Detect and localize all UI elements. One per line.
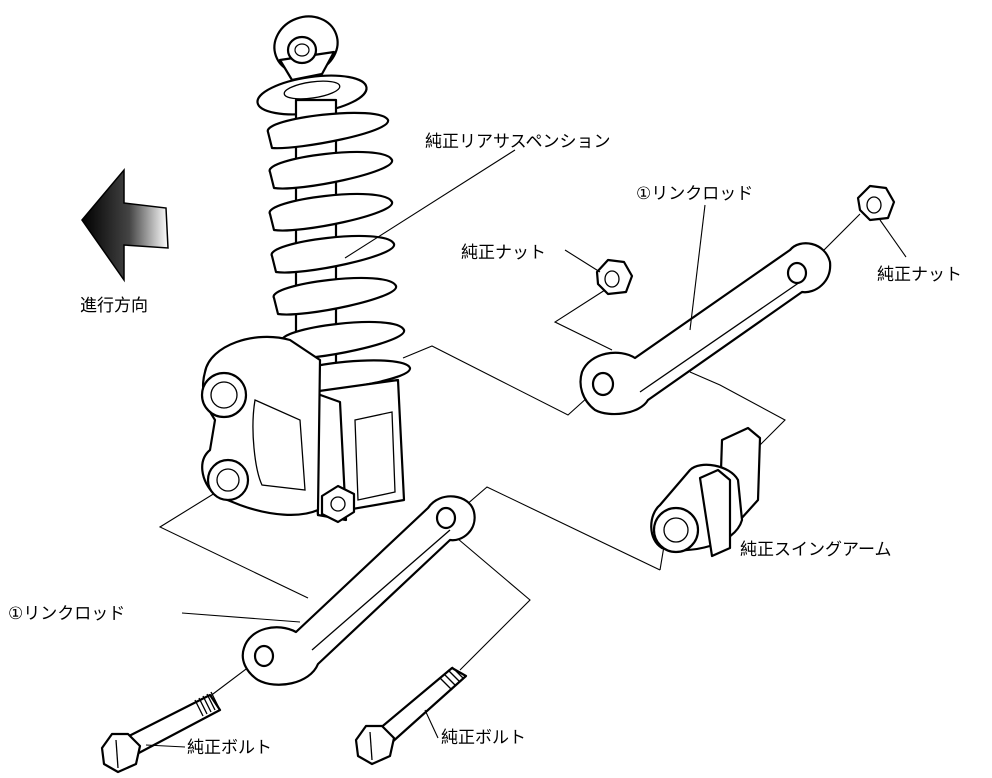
link-rod-lower xyxy=(241,495,476,686)
direction-label: 進行方向 xyxy=(80,296,148,316)
knuckle-bracket xyxy=(200,335,356,524)
link-rod-upper xyxy=(579,242,832,416)
direction-arrow-icon xyxy=(81,167,169,283)
label-bolt-right: 純正ボルト xyxy=(441,728,526,748)
nut-right xyxy=(856,184,896,222)
bolt-left xyxy=(100,691,222,774)
swingarm xyxy=(650,426,762,558)
label-swingarm: 純正スイングアーム xyxy=(740,540,891,560)
label-nut-left: 純正ナット xyxy=(461,243,546,263)
label-link-rod-top: ①リンクロッド xyxy=(636,184,753,204)
label-leaders xyxy=(145,149,907,748)
label-link-rod-bottom: ①リンクロッド xyxy=(8,604,125,624)
label-rear-suspension: 純正リアサスペンション xyxy=(425,132,610,152)
nut-left xyxy=(595,258,634,296)
label-nut-right: 純正ナット xyxy=(877,265,962,285)
label-bolt-left: 純正ボルト xyxy=(187,738,272,758)
bolt-right xyxy=(354,666,468,766)
rear-suspension xyxy=(256,15,412,522)
